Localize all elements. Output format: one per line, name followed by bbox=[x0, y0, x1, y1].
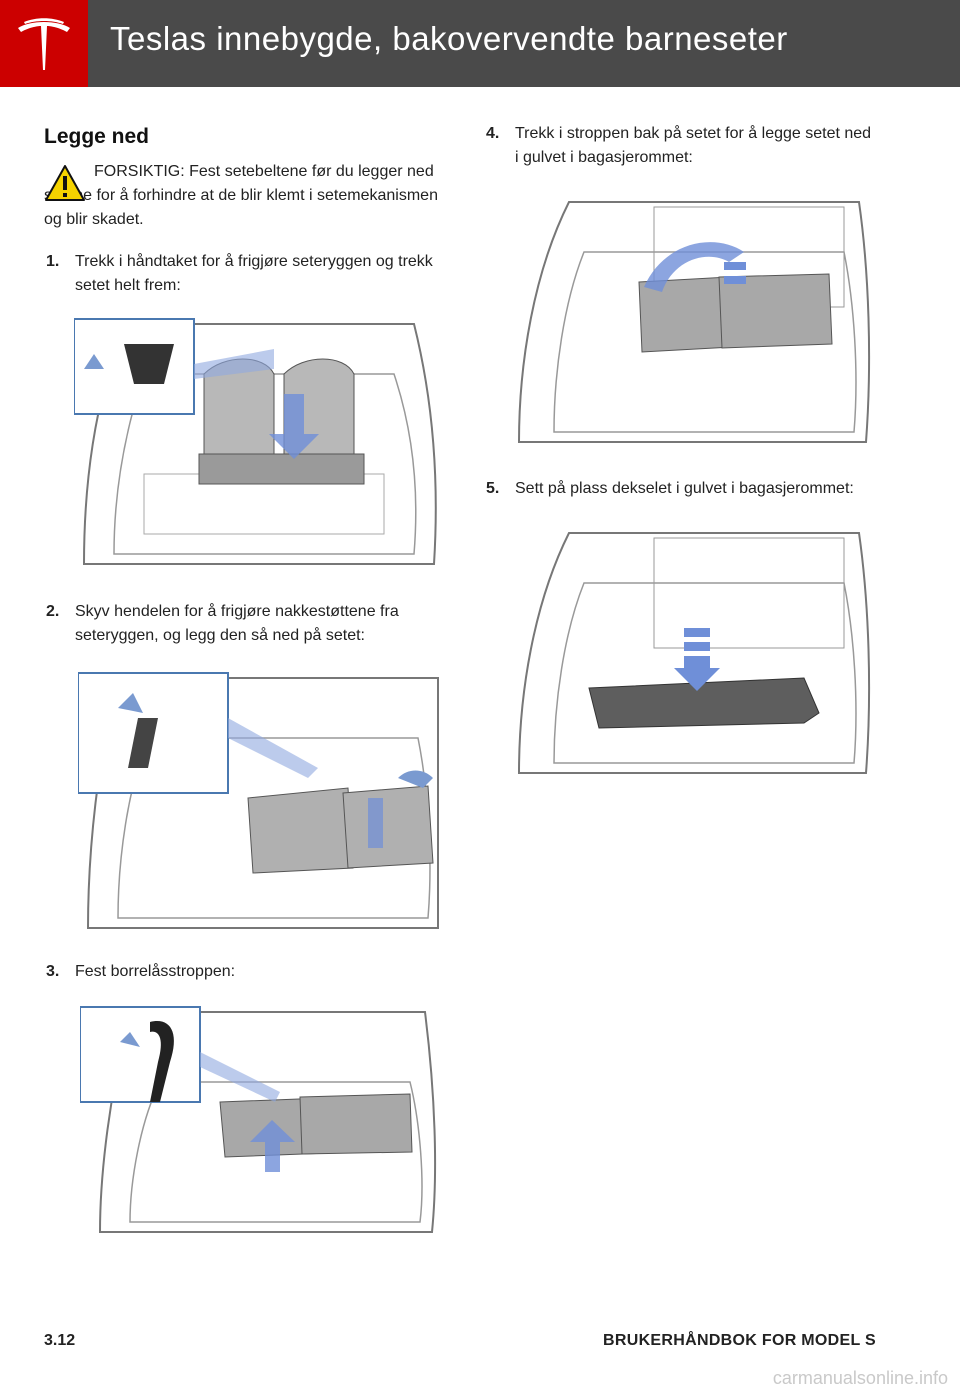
tesla-logo-icon bbox=[18, 18, 70, 70]
figure-step-4 bbox=[514, 192, 876, 449]
step-text: Trekk i stroppen bak på setet for å legg… bbox=[515, 125, 872, 166]
right-column: 4. Trekk i stroppen bak på setet for å l… bbox=[484, 122, 876, 781]
figure-step-1 bbox=[74, 314, 440, 574]
left-column: Legge ned FORSIKTIG: Fest setebeltene fø… bbox=[44, 122, 440, 1239]
step-number: 4. bbox=[486, 125, 500, 142]
step-number: 5. bbox=[486, 480, 500, 497]
step-text: Trekk i håndtaket for å frigjøre seteryg… bbox=[75, 253, 433, 294]
illustration-lower-seat-into-floor bbox=[517, 201, 871, 443]
step-text: Sett på plass dekselet i gulvet i bagasj… bbox=[515, 480, 854, 497]
warning-triangle-icon bbox=[45, 165, 85, 201]
figure-step-3 bbox=[80, 1002, 440, 1239]
step-1: 1. Trekk i håndtaket for å frigjøre sete… bbox=[44, 250, 440, 298]
logo-box bbox=[0, 0, 88, 87]
step-text: Fest borrelåsstroppen: bbox=[75, 963, 236, 980]
illustration-fold-headrest bbox=[78, 672, 439, 929]
figure-step-5 bbox=[514, 523, 876, 781]
caution-label: FORSIKTIG: bbox=[94, 163, 185, 180]
step-3: 3. Fest borrelåsstroppen: bbox=[44, 960, 440, 984]
page-title: Teslas innebygde, bakovervendte barneset… bbox=[110, 20, 788, 57]
step-4: 4. Trekk i stroppen bak på setet for å l… bbox=[484, 122, 876, 170]
watermark: carmanualsonline.info bbox=[772, 1368, 948, 1388]
caution-note: FORSIKTIG: Fest setebeltene før du legge… bbox=[44, 160, 440, 232]
illustration-replace-floor-cover bbox=[517, 532, 871, 774]
caution-text: Fest setebeltene før du legger ned seten… bbox=[44, 163, 438, 228]
step-number: 3. bbox=[46, 963, 60, 980]
figure-step-2 bbox=[78, 668, 440, 934]
manual-title: BRUKERHÅNDBOK FOR MODEL S bbox=[603, 1332, 876, 1349]
page-header: Teslas innebygde, bakovervendte barneset… bbox=[0, 0, 960, 87]
step-text: Skyv hendelen for å frigjøre nakkestøtte… bbox=[75, 603, 399, 644]
step-2: 2. Skyv hendelen for å frigjøre nakkestø… bbox=[44, 600, 440, 648]
step-5: 5. Sett på plass dekselet i gulvet i bag… bbox=[484, 477, 876, 501]
illustration-pull-seatback bbox=[74, 318, 437, 565]
section-title: Legge ned bbox=[44, 125, 150, 148]
illustration-fasten-velcro-strap bbox=[80, 1006, 437, 1233]
step-number: 2. bbox=[46, 603, 60, 620]
step-number: 1. bbox=[46, 253, 60, 270]
page-number: 3.12 bbox=[44, 1332, 76, 1349]
